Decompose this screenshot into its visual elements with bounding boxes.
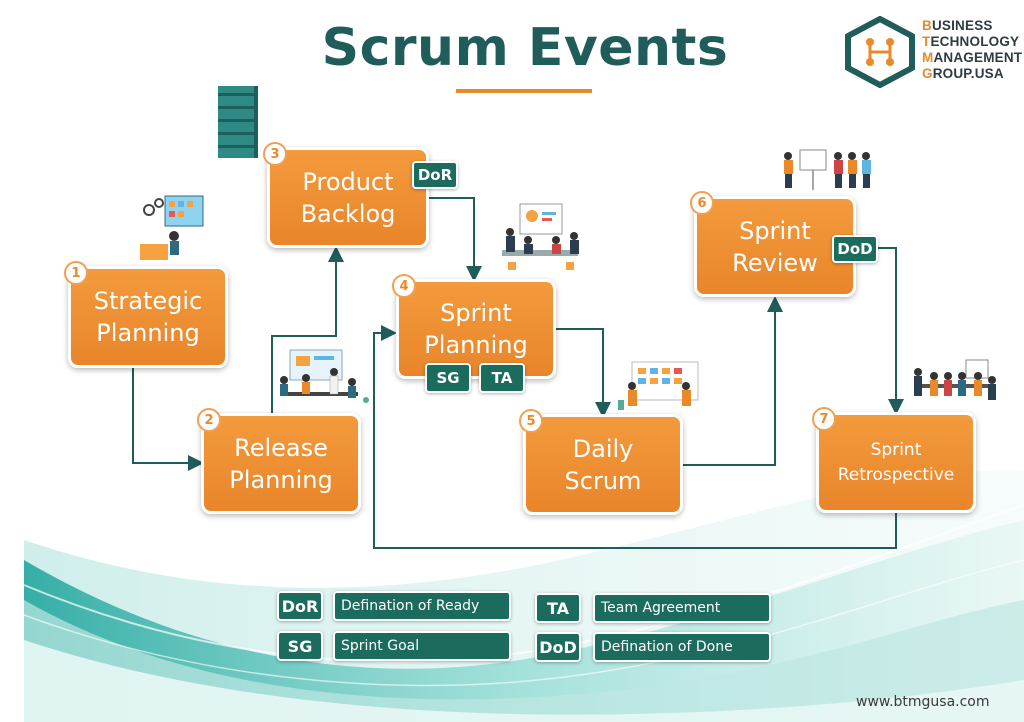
tag-dod: DoD	[832, 235, 878, 263]
kanban-board-illustration-icon	[618, 361, 699, 410]
legend-def-dod: Defination of Done	[593, 632, 771, 662]
step-product-backlog: Product Backlog	[267, 147, 429, 248]
connector-5-to-6	[683, 296, 783, 466]
step-number-4: 4	[392, 274, 416, 298]
tag-dor: DoR	[412, 161, 458, 189]
presentation-illustration-icon	[784, 149, 871, 190]
step-number-2: 2	[197, 408, 221, 432]
connector-7-to-4	[373, 325, 897, 549]
logo-line-4: GROUP.USA	[922, 66, 1004, 81]
legend-def-sg: Sprint Goal	[333, 631, 511, 661]
logo-line-3: MANAGEMENT	[922, 50, 1023, 65]
connector-3-to-4	[428, 197, 482, 282]
step-number-5: 5	[519, 409, 543, 433]
step-sprint-retrospective: Sprint Retrospective	[816, 412, 976, 513]
step-number-6: 6	[690, 191, 714, 215]
company-logo: BUSINESS TECHNOLOGY MANAGEMENT GROUP.USA	[843, 16, 1022, 88]
connector-1-to-2	[132, 368, 204, 471]
conference-table-illustration-icon	[502, 203, 579, 270]
logo-wordmark: BUSINESS TECHNOLOGY MANAGEMENT GROUP.USA	[922, 18, 1022, 82]
tag-sg: SG	[425, 363, 471, 393]
logo-line-2: TECHNOLOGY	[922, 34, 1020, 49]
step-label: Strategic Planning	[93, 287, 203, 347]
hexagon-logo-icon	[845, 16, 915, 88]
step-sprint-review: Sprint Review	[694, 196, 856, 297]
step-strategic-planning: Strategic Planning	[68, 266, 228, 368]
legend-abbr-dod: DoD	[535, 632, 581, 662]
legend-abbr-ta: TA	[535, 593, 581, 623]
page-title: Scrum Events	[321, 18, 729, 78]
step-label: Daily Scrum	[564, 434, 642, 495]
step-label: Sprint Review	[732, 216, 818, 277]
server-icon	[218, 86, 258, 158]
step-daily-scrum: Daily Scrum	[523, 414, 683, 515]
strategy-illustration-icon	[140, 195, 204, 260]
step-label: Sprint Planning	[424, 299, 528, 359]
connector-4-to-5	[556, 328, 611, 418]
tag-ta: TA	[479, 363, 525, 393]
step-label: Release Planning	[229, 433, 333, 494]
step-sprint-planning: Sprint Planning	[396, 279, 556, 379]
step-number-1: 1	[64, 261, 88, 285]
step-release-planning: Release Planning	[201, 413, 361, 514]
logo-line-1: BUSINESS	[922, 18, 993, 33]
legend-def-dor: Defination of Ready	[333, 591, 511, 621]
legend-def-ta: Team Agreement	[593, 593, 771, 623]
step-number-7: 7	[812, 407, 836, 431]
step-label: Product Backlog	[300, 167, 396, 228]
connector-2-to-3	[271, 246, 344, 413]
step-label: Sprint Retrospective	[837, 439, 955, 485]
connector-6-to-7	[876, 247, 904, 415]
website-url: www.btmgusa.com	[856, 694, 990, 710]
title-underline	[456, 89, 592, 93]
retrospective-illustration-icon	[914, 359, 996, 400]
legend-abbr-dor: DoR	[277, 591, 323, 621]
team-meeting-illustration-icon	[280, 349, 369, 403]
step-number-3: 3	[263, 142, 287, 166]
legend-abbr-sg: SG	[277, 631, 323, 661]
